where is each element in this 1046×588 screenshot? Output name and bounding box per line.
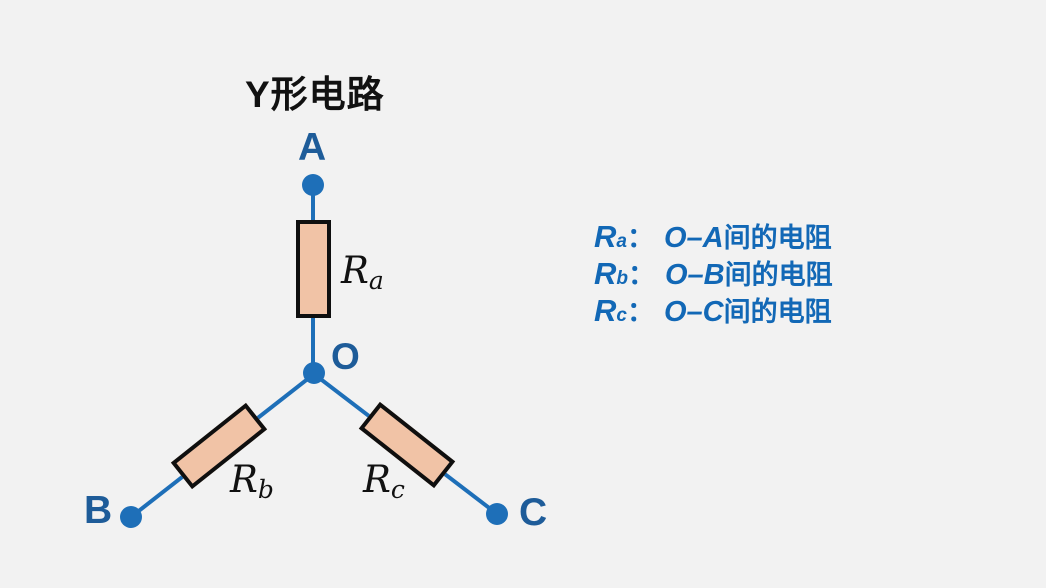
node-a-dot: [302, 174, 324, 196]
node-o-label: O: [331, 336, 360, 377]
node-c-label: C: [519, 491, 548, 534]
legend-rb-node-pair: O–B: [665, 259, 725, 291]
legend-rc-node-pair: O–C: [663, 296, 724, 328]
legend-rc-description: 间的电阻: [723, 297, 832, 327]
resistor-rc-symbol: R: [363, 458, 391, 501]
resistor-rb-symbol: R: [230, 458, 258, 501]
legend-ra-subscript: a: [616, 231, 627, 252]
legend-rb-description: 间的电阻: [724, 260, 833, 290]
legend-rb-symbol: R: [594, 256, 617, 291]
node-c-dot: [486, 503, 508, 525]
resistor-ra-label: Ra: [341, 252, 384, 293]
resistor-rc-subscript: c: [390, 475, 405, 504]
legend-rc-colon: ：: [626, 297, 654, 327]
resistor-ra-subscript: a: [368, 266, 384, 295]
diagram-title: Y形电路: [245, 74, 385, 115]
legend-rb-colon: ：: [628, 260, 655, 290]
legend-ra-node-pair: O–A: [663, 222, 724, 254]
resistor-ra-symbol: R: [341, 249, 369, 292]
resistor-rc-label: Rc: [363, 461, 405, 502]
resistor-rb-label: Rb: [230, 461, 274, 502]
legend-rb-subscript: b: [616, 268, 628, 289]
legend-ra-colon: ：: [626, 223, 654, 253]
legend-ra-symbol: R: [594, 219, 617, 254]
node-o-dot: [303, 362, 325, 384]
node-b-label: B: [84, 489, 113, 532]
node-a-label: A: [298, 126, 327, 169]
legend-rc-subscript: c: [616, 305, 627, 326]
node-b-dot: [120, 506, 142, 528]
legend-ra-description: 间的电阻: [723, 223, 832, 253]
resistor-rb-subscript: b: [257, 475, 274, 504]
legend-rc-symbol: R: [594, 293, 617, 328]
resistor-ra-body: [296, 220, 331, 318]
